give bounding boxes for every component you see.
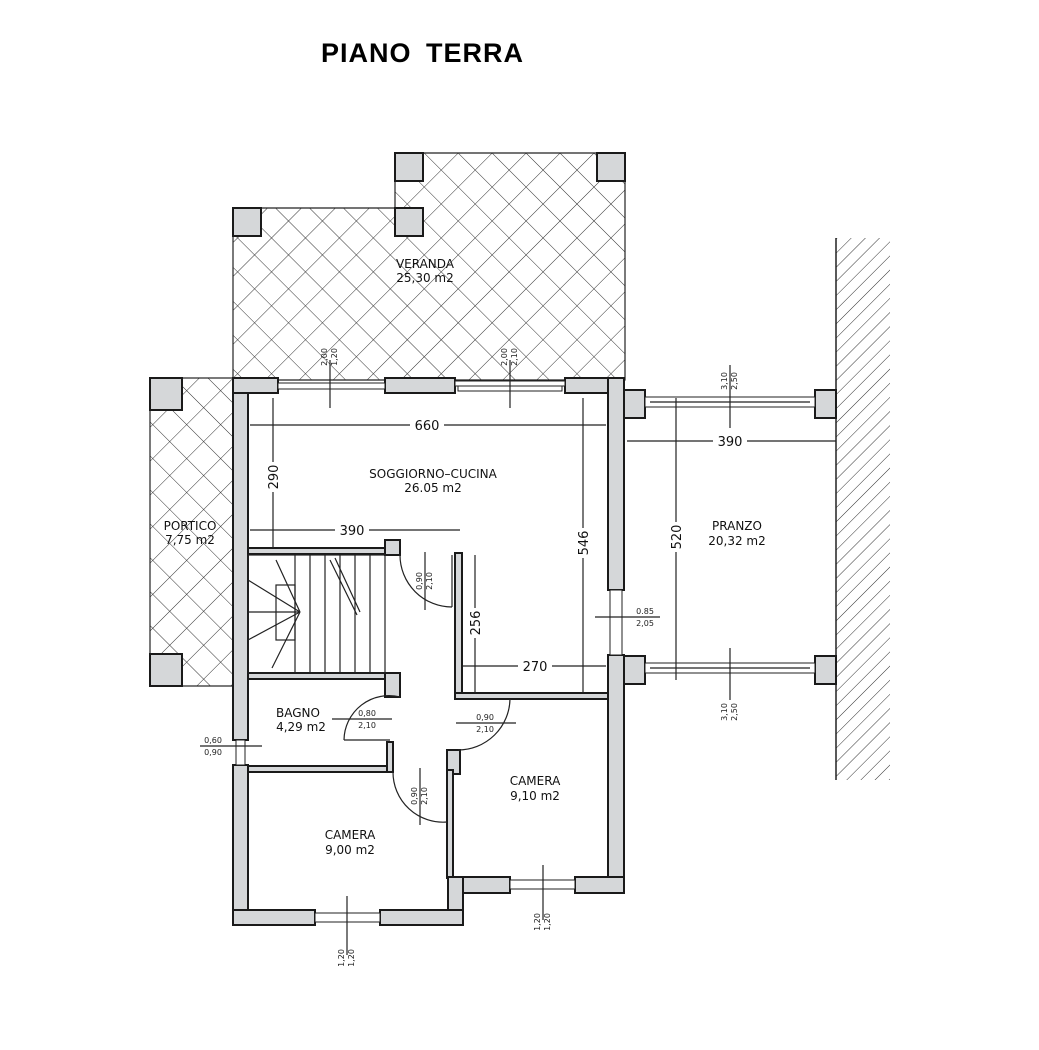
- room-soggiorno-name: SOGGIORNO–CUCINA: [369, 467, 497, 481]
- walls: [232, 377, 625, 926]
- opening-label: 1,20: [337, 949, 346, 967]
- room-portico-area: 7,75 m2: [165, 533, 215, 547]
- room-portico-name: PORTICO: [164, 519, 217, 533]
- dim-soggiorno-partial: 390: [340, 524, 365, 539]
- opening-label: 0,60: [204, 736, 222, 745]
- opening-label: 2,10: [425, 572, 434, 590]
- boundary-wall: [836, 238, 890, 780]
- opening-label: 0,90: [410, 787, 419, 805]
- page-title: PIANO TERRA: [320, 38, 524, 68]
- opening-label: 1,20: [330, 348, 339, 366]
- opening-label: 0.85: [636, 607, 654, 616]
- dim-soggiorno-height: 546: [577, 531, 592, 556]
- opening-label: 3,10: [720, 703, 729, 721]
- room-bagno-area: 4,29 m2: [276, 720, 326, 734]
- opening-label: 3,10: [720, 372, 729, 390]
- opening-label: 2,10: [358, 721, 376, 730]
- opening-label: 2,00: [500, 348, 509, 366]
- opening-label: 0,80: [358, 709, 376, 718]
- opening-label: 2,05: [636, 619, 654, 628]
- room-camera1-name: CAMERA: [510, 774, 561, 788]
- room-bagno-name: BAGNO: [276, 706, 320, 720]
- opening-label: 0,90: [415, 572, 424, 590]
- opening-label: 2,50: [730, 372, 739, 390]
- opening-label: 2,00: [320, 348, 329, 366]
- dim-pranzo-width: 390: [718, 435, 743, 450]
- room-veranda-name: VERANDA: [396, 257, 455, 271]
- dim-corridor-width: 270: [523, 660, 548, 675]
- opening-label: 0,90: [476, 713, 494, 722]
- opening-label: 1,20: [533, 913, 542, 931]
- opening-label: 2,10: [510, 348, 519, 366]
- opening-label: 2,50: [730, 703, 739, 721]
- room-camera1-area: 9,10 m2: [510, 789, 560, 803]
- opening-label: 1,20: [347, 949, 356, 967]
- dim-pranzo-depth: 520: [670, 525, 685, 550]
- opening-label: 2,10: [476, 725, 494, 734]
- room-camera2-name: CAMERA: [325, 828, 376, 842]
- portico-area: [149, 377, 234, 687]
- room-pranzo-area: 20,32 m2: [708, 534, 766, 548]
- staircase: [247, 554, 386, 674]
- doors: [343, 554, 511, 823]
- windows: [235, 380, 623, 923]
- opening-label: 0,90: [204, 748, 222, 757]
- dim-soggiorno-depth: 290: [267, 465, 282, 490]
- dim-soggiorno-width: 660: [415, 419, 440, 434]
- dim-corridor-height: 256: [469, 611, 484, 636]
- opening-label: 2,10: [420, 787, 429, 805]
- opening-label: 1,20: [543, 913, 552, 931]
- room-veranda-area: 25,30 m2: [396, 271, 454, 285]
- room-pranzo-name: PRANZO: [712, 519, 762, 533]
- room-camera2-area: 9,00 m2: [325, 843, 375, 857]
- room-soggiorno-area: 26.05 m2: [404, 481, 462, 495]
